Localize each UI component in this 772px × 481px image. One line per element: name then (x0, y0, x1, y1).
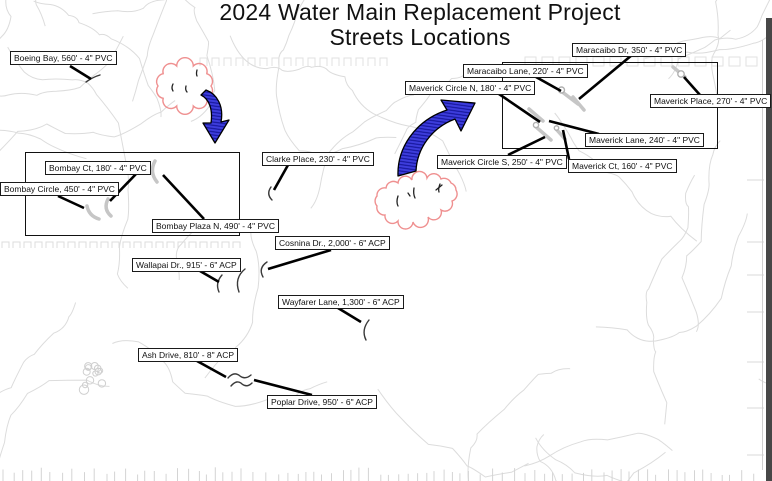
label-maracaibo-dr: Maracaibo Dr, 350' - 4" PVC (572, 43, 687, 57)
blue-arrow-large-icon (397, 99, 476, 177)
leader-maverick-place (683, 76, 701, 96)
label-clarke-place: Clarke Place, 230' - 4" PVC (262, 152, 374, 166)
leader-boeing-bay (69, 64, 92, 81)
leader-maverick-ct (561, 129, 571, 160)
label-bombay-ct: Bombay Ct, 180' - 4" PVC (45, 161, 151, 175)
map-title: 2024 Water Main Replacement Project Stre… (70, 0, 770, 50)
cloud-interior-marks (171, 69, 443, 207)
street-tick-marks (85, 74, 370, 387)
label-bombay-circle: Bombay Circle, 450' - 4" PVC (0, 182, 119, 196)
label-wallapai-dr: Wallapai Dr., 915' - 6" ACP (132, 258, 241, 272)
leader-clarke-place (272, 164, 290, 191)
label-wayfarer-lane: Wayfarer Lane, 1,300' - 6" ACP (278, 295, 404, 309)
label-maverick-lane: Maverick Lane, 240' - 4" PVC (585, 133, 704, 147)
leader-wallapai-dr (199, 269, 220, 284)
leader-ash-drive (196, 359, 227, 379)
revision-clouds (155, 57, 458, 230)
leader-lines (57, 53, 701, 397)
leader-maverick-lane (548, 119, 600, 136)
revision-cloud-northwest-icon (155, 57, 214, 115)
blue-arrows (200, 89, 476, 177)
map-title-line1: 2024 Water Main Replacement Project (219, 0, 621, 25)
label-poplar-drive: Poplar Drive, 950' - 6" ACP (267, 395, 377, 409)
leader-maverick-circle-n (498, 92, 541, 124)
label-boeing-bay: Boeing Bay, 560' - 4" PVC (10, 51, 117, 65)
drawing-right-edge (762, 18, 772, 481)
leader-maracaibo-dr (578, 53, 633, 101)
label-bombay-plaza-n: Bombay Plaza N, 490' - 4" PVC (152, 219, 279, 233)
leader-cosnina-dr (267, 248, 332, 271)
leader-bombay-ct (109, 173, 137, 202)
label-maverick-place: Maverick Place, 270' - 4" PVC (650, 94, 772, 108)
label-maracaibo-lane: Maracaibo Lane, 220' - 4" PVC (463, 64, 588, 78)
label-maverick-ct: Maverick Ct, 160' - 4" PVC (568, 159, 677, 173)
leader-maracaibo-lane (535, 75, 562, 93)
leader-poplar-drive (253, 378, 313, 397)
leader-bombay-circle (57, 194, 85, 210)
map-title-line2: Streets Locations (329, 24, 511, 50)
leader-bombay-plaza-n (162, 174, 205, 220)
label-maverick-circle-n: Maverick Circle N, 180' - 4" PVC (405, 81, 536, 95)
leader-maverick-circle-s (507, 135, 546, 157)
label-cosnina-dr: Cosnina Dr., 2,000' - 6" ACP (275, 236, 390, 250)
label-maverick-circle-s: Maverick Circle S, 250' - 4" PVC (437, 155, 567, 169)
blue-arrow-small-icon (200, 89, 230, 144)
leader-wayfarer-lane (337, 306, 362, 324)
revision-cloud-center-icon (374, 170, 458, 230)
label-ash-drive: Ash Drive, 810' - 8" ACP (138, 348, 239, 362)
